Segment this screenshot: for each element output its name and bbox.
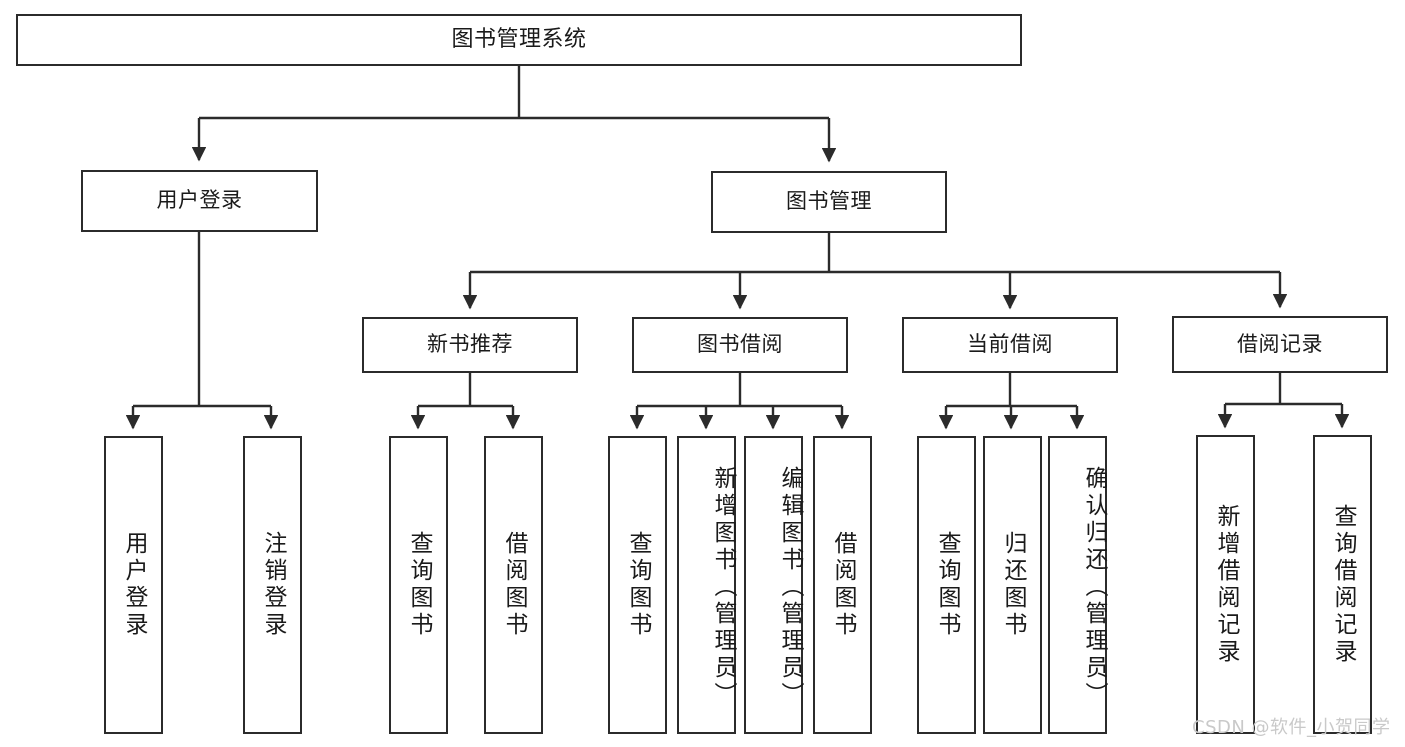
csdn-watermark: CSDN @软件_小贺同学 [1192,717,1391,738]
leaf-add-book-admin[interactable]: 新增图书（管理员） [677,436,736,734]
node-root-system[interactable]: 图书管理系统 [16,14,1022,66]
leaf-edit-book-admin[interactable]: 编辑图书（管理员） [744,436,803,734]
leaf-query-book-current[interactable]: 查询图书 [917,436,976,734]
leaf-query-borrow-record[interactable]: 查询借阅记录 [1313,435,1372,734]
leaf-return-book[interactable]: 归还图书 [983,436,1042,734]
leaf-borrow-book[interactable]: 借阅图书 [813,436,872,734]
leaf-logout[interactable]: 注销登录 [243,436,302,734]
node-new-book-recommend[interactable]: 新书推荐 [362,317,578,373]
leaf-confirm-return-admin[interactable]: 确认归还（管理员） [1048,436,1107,734]
leaf-borrow-book-recommend[interactable]: 借阅图书 [484,436,543,734]
node-borrow-record[interactable]: 借阅记录 [1172,316,1388,373]
node-book-management[interactable]: 图书管理 [711,171,947,233]
leaf-user-login[interactable]: 用户登录 [104,436,163,734]
node-current-borrow[interactable]: 当前借阅 [902,317,1118,373]
leaf-add-borrow-record[interactable]: 新增借阅记录 [1196,435,1255,734]
leaf-query-book-borrow[interactable]: 查询图书 [608,436,667,734]
node-book-borrow[interactable]: 图书借阅 [632,317,848,373]
leaf-query-book-recommend[interactable]: 查询图书 [389,436,448,734]
node-user-login[interactable]: 用户登录 [81,170,318,232]
